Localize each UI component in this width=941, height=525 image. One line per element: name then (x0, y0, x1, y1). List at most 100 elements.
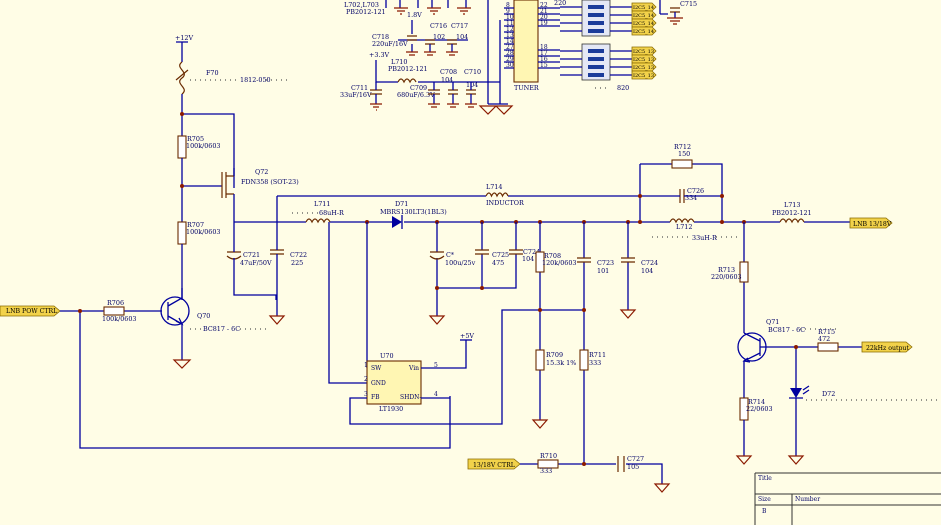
c725-value: 475 (492, 259, 504, 267)
r706-value: 100k/0603 (102, 315, 137, 323)
r708-value: 120k/0603 (542, 259, 577, 267)
input-section: +12V F70 1812-050 R705 100k/0603 Q72 FDN… (175, 34, 299, 300)
i2c-net-label: I2C5_14 (633, 29, 654, 35)
c723-ref: C723 (597, 259, 614, 267)
i2c-net-flag (631, 46, 657, 56)
r713-ref: R713 (718, 266, 735, 274)
l711-value: 68uH-R (319, 209, 344, 217)
d71-ref: D71 (395, 200, 408, 208)
r715-value: 472 (818, 335, 830, 343)
d72-led-icon (790, 388, 802, 398)
c722-ref: C722 (290, 251, 307, 259)
r710-ref: R710 (540, 452, 557, 460)
title-block: Title Size Number B (754, 472, 941, 525)
c721-ref: C721 (243, 251, 260, 259)
net-1318v-ctrl-label: 13/18V CTRL (473, 462, 515, 469)
c717-value: 104 (456, 33, 468, 41)
top-220: 220 (554, 0, 566, 7)
u70-section: U70 SW GND FB Vin SHDN- 1 2 3 4 5 LT1930… (328, 222, 586, 425)
i2c-net-flag (631, 70, 657, 80)
tuner-pin-left: 30 (506, 62, 514, 69)
r707-value: 100k/0603 (186, 228, 221, 236)
l714-value: INDUCTOR (486, 199, 524, 207)
v5-label: +5V (460, 332, 474, 340)
q71-value: BC817 - 6C (768, 326, 805, 334)
tuner-pin-right: 18 (540, 44, 548, 51)
tuner-body (513, 0, 539, 83)
tuner-pin-left: 14 (506, 38, 514, 45)
c727-value: 105 (627, 463, 639, 471)
l712-value: 33uH-R (692, 234, 717, 242)
l711-ref: L711 (314, 200, 330, 208)
tuner-pin-left: 28 (506, 50, 514, 57)
u70-pin-shdn: SHDN- (400, 394, 421, 401)
r709-ref: R709 (546, 351, 563, 359)
net-lnb-1318v (849, 217, 893, 229)
r712-value: 150 (678, 150, 690, 158)
tuner-pin-right: 20 (540, 14, 548, 21)
i2c-net-label: I2C5_14 (633, 5, 654, 11)
c724a-value: 104 (522, 255, 534, 263)
r715-ref: R715 (818, 328, 835, 336)
r714-value: 22/0603 (746, 405, 773, 413)
i2c-net-label: I2C5_13 (633, 65, 654, 71)
l702-value: PB2012-121 (346, 8, 386, 16)
output-caps: C* 100u/25v C725 475 C724 104 R708 120k/… (428, 222, 658, 464)
q70-value: BC817 - 6C (203, 325, 240, 333)
net-22khz-label: 22kHz output (866, 345, 909, 352)
u70-pin-vin: Vin (408, 365, 419, 372)
i2c-net-flag (631, 18, 657, 28)
q70-transistor-icon (160, 296, 190, 326)
rail-3v3: +3.3V (369, 51, 390, 59)
c726-ref: C726 (687, 187, 704, 195)
title-block-number: Number (795, 496, 820, 503)
u70-pin2: 2 (364, 376, 368, 383)
tuner-label: TUNER (514, 84, 539, 92)
net-lnb-pow-ctrl-label: LNB POW CTRL (6, 308, 57, 315)
c724b-ref: C724 (641, 259, 658, 267)
l713-ref: L713 (784, 201, 800, 209)
i2c-net-flag (631, 62, 657, 72)
f70-ref: F70 (206, 69, 219, 77)
c716-value: 102 (433, 33, 445, 41)
net-1318v-ctrl (467, 458, 521, 470)
d71-value: MBRS130LT3(1BL3) (380, 208, 447, 216)
tuner-pin-left: 9 (506, 8, 510, 15)
i2c-net-label: I2C5_13 (633, 73, 654, 79)
q72-value: FDN358 (SOT-23) (241, 178, 299, 186)
l714-ref: L714 (486, 183, 502, 191)
u70-ref: U70 (380, 352, 394, 360)
c709-value: 680uF/6.3V (397, 91, 435, 99)
l712-ref: L712 (676, 223, 692, 231)
tuner-pin-left: 11 (506, 20, 514, 27)
u70-pin-fb: FB (371, 394, 380, 401)
c710-ref: C710 (464, 68, 481, 76)
boost-rail: L711 68uH-R D71 MBRS130LT3(1BL3) L714 IN… (234, 183, 640, 229)
u70-pin-gnd: GND (371, 380, 386, 387)
d72-ref: D72 (822, 390, 835, 398)
l710-value: PB2012-121 (388, 65, 428, 73)
c726-value: 334 (685, 194, 697, 202)
tuner-pin-right: 21 (540, 8, 548, 15)
net-22khz (861, 341, 913, 353)
c718-value: 220uF/16V (372, 40, 408, 48)
l710-ref: L710 (391, 58, 407, 66)
tuner-pin-left: 13 (506, 32, 514, 39)
q70-ref: Q70 (197, 312, 210, 320)
l702-ref: L702,L703 (344, 1, 379, 9)
c718-ref: C718 (372, 33, 389, 41)
r712-ref: R712 (674, 143, 691, 151)
i2c-net-flag (631, 2, 657, 12)
r714-ref: R714 (748, 398, 765, 406)
cap-c721-c722: C721 47uF/50V C722 225 (226, 196, 307, 325)
tuner-pin-left: 12 (506, 26, 514, 33)
i2c-net-flag (631, 10, 657, 20)
tuner-pin-right: 15 (540, 62, 548, 69)
net-lnb-pow-ctrl (0, 305, 61, 317)
tuner-pin-right: 22 (540, 2, 548, 9)
u70-pin3: 3 (364, 391, 368, 398)
tuner-pin-right: 16 (540, 56, 548, 63)
c711-ref: C711 (351, 84, 368, 92)
